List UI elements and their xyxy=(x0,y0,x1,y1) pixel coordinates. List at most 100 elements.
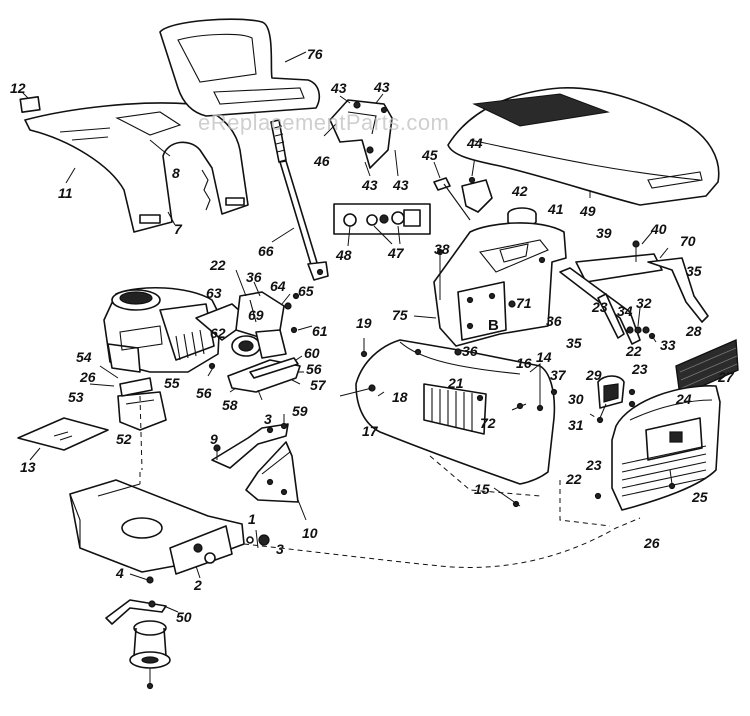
callout-26-b: 26 xyxy=(643,535,660,551)
part-50-pulley xyxy=(105,599,179,690)
chassis-frame xyxy=(69,472,270,584)
callout-72: 72 xyxy=(480,415,496,431)
part-17-21-front-panel xyxy=(339,339,556,485)
callout-25: 25 xyxy=(691,489,708,505)
part-66-lever xyxy=(270,119,329,281)
part-29-light-bracket xyxy=(594,375,636,500)
callout-50: 50 xyxy=(176,609,192,625)
callout-54: 54 xyxy=(76,349,92,365)
part-13-plate xyxy=(17,417,109,461)
callout-55: 55 xyxy=(164,375,180,391)
callout-43-c: 43 xyxy=(361,177,378,193)
callout-43-d: 43 xyxy=(392,177,409,193)
callout-23-b: 23 xyxy=(631,361,648,377)
callout-60: 60 xyxy=(304,345,320,361)
callout-19: 19 xyxy=(356,315,372,331)
callout-59: 59 xyxy=(292,403,308,419)
callout-34: 34 xyxy=(617,303,633,319)
callout-56-b: 56 xyxy=(196,385,212,401)
callout-39: 39 xyxy=(596,225,612,241)
callout-42: 42 xyxy=(511,183,528,199)
callout-23-a: 23 xyxy=(591,299,608,315)
callout-3-a: 3 xyxy=(264,411,272,427)
assembly-lines xyxy=(243,413,641,568)
callout-3-b: 3 xyxy=(276,541,284,557)
callout-48: 48 xyxy=(335,247,352,263)
callout-10: 10 xyxy=(302,525,318,541)
callout-24: 24 xyxy=(675,391,692,407)
callout-29: 29 xyxy=(585,367,602,383)
callout-27: 27 xyxy=(717,369,735,385)
part-52-shield xyxy=(117,391,167,431)
callout-26-a: 26 xyxy=(79,369,96,385)
callout-66: 66 xyxy=(258,243,274,259)
part-49-hood xyxy=(447,87,720,206)
part-28-grille-mesh xyxy=(675,338,739,398)
callout-65: 65 xyxy=(298,283,314,299)
callout-40: 40 xyxy=(650,221,667,237)
callout-45: 45 xyxy=(421,147,438,163)
callout-8: 8 xyxy=(172,165,180,181)
callout-43-b: 43 xyxy=(373,79,390,95)
callout-18: 18 xyxy=(392,389,408,405)
callout-70: 70 xyxy=(680,233,696,249)
part-10-bracket xyxy=(245,441,307,521)
callout-22-a: 22 xyxy=(209,257,226,273)
callout-14: 14 xyxy=(536,349,552,365)
engine-accessories xyxy=(207,269,313,401)
callout-38: 38 xyxy=(434,241,450,257)
part-12-plug xyxy=(19,91,41,113)
callout-28: 28 xyxy=(685,323,702,339)
callout-17: 17 xyxy=(362,423,379,439)
detail-label-b: B xyxy=(488,317,499,334)
part-39-70-35-frame xyxy=(559,231,709,345)
callout-33: 33 xyxy=(660,337,676,353)
callout-62: 62 xyxy=(210,325,226,341)
callout-52: 52 xyxy=(116,431,132,447)
callout-44: 44 xyxy=(466,135,483,151)
part-76-seat xyxy=(159,18,321,117)
callout-11: 11 xyxy=(58,185,73,201)
part-bolts-front xyxy=(360,338,558,508)
callout-46: 46 xyxy=(313,153,330,169)
watermark-text: eReplacementParts.com xyxy=(198,110,449,135)
callout-75: 75 xyxy=(392,307,408,323)
callout-36-b: 36 xyxy=(546,313,562,329)
part-59-bolt xyxy=(280,414,288,430)
callout-2: 2 xyxy=(193,577,202,593)
callout-56-a: 56 xyxy=(306,361,322,377)
callout-22-b: 22 xyxy=(625,343,642,359)
part-44-45-linkage xyxy=(433,149,493,221)
callout-35-a: 35 xyxy=(686,263,702,279)
callout-53: 53 xyxy=(68,389,84,405)
part-47-48-inset xyxy=(333,203,431,247)
callout-4: 4 xyxy=(115,565,124,581)
callout-31: 31 xyxy=(568,417,584,433)
callout-35-b: 35 xyxy=(566,335,582,351)
callout-12: 12 xyxy=(10,80,26,96)
callout-41: 41 xyxy=(547,201,564,217)
part-32-34-nuts xyxy=(626,307,657,343)
callout-71: 71 xyxy=(516,295,532,311)
callout-22-c: 22 xyxy=(565,471,582,487)
part-9-bracket xyxy=(211,423,289,469)
callout-63: 63 xyxy=(206,285,222,301)
callout-76: 76 xyxy=(307,46,323,62)
callout-13: 13 xyxy=(20,459,36,475)
callout-43-a: 43 xyxy=(330,80,347,96)
part-27-nose xyxy=(611,385,721,511)
part-41-dash-panel xyxy=(413,222,567,347)
callout-58: 58 xyxy=(222,397,238,413)
part-43-bracket xyxy=(323,93,399,177)
callout-15: 15 xyxy=(474,481,490,497)
callout-32: 32 xyxy=(636,295,652,311)
callout-61: 61 xyxy=(312,323,328,339)
callout-23-c: 23 xyxy=(585,457,602,473)
callout-36-c: 36 xyxy=(462,343,478,359)
callout-37: 37 xyxy=(550,367,567,383)
callout-1: 1 xyxy=(248,511,256,527)
callout-47: 47 xyxy=(387,245,405,261)
callout-36-a: 36 xyxy=(246,269,262,285)
